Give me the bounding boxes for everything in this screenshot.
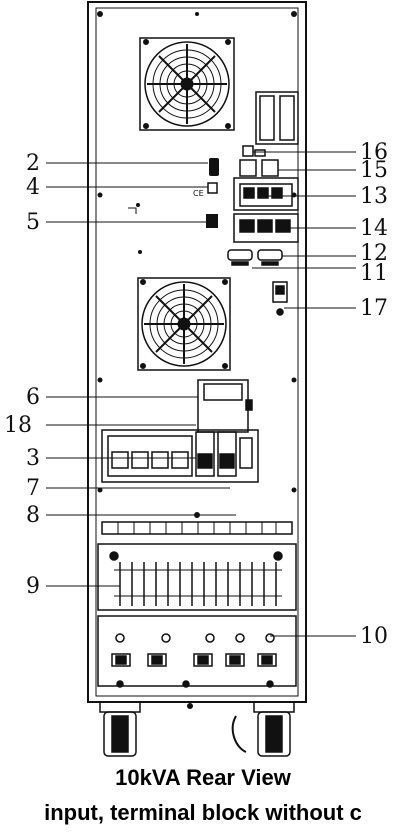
ce-mark: CE (193, 182, 218, 198)
breaker-panel (101, 429, 259, 483)
callout-8: 8 (26, 503, 40, 528)
callout-13: 13 (360, 184, 388, 209)
breaker-cover-6 (197, 379, 253, 433)
module-15 (239, 159, 279, 177)
left-caster-wheel-icon (99, 701, 141, 757)
callout-17: 17 (360, 296, 388, 321)
callout-14: 14 (360, 216, 388, 241)
switch-17 (272, 281, 288, 316)
callout-7: 7 (26, 476, 40, 501)
ups-rear-view-diagram: CE (4, 1, 388, 757)
callout-3: 3 (26, 446, 40, 471)
expansion-slots (255, 91, 299, 145)
callout-6: 6 (26, 385, 40, 410)
db9-ports-11-12 (227, 249, 283, 266)
callout-5: 5 (26, 210, 40, 235)
bottom-fan-icon (137, 277, 231, 371)
switch-16 (242, 145, 266, 157)
figure-subtitle: input, terminal block without c (44, 800, 362, 825)
callout-10: 10 (360, 624, 388, 649)
terminal-5 (206, 214, 218, 228)
svg-text:CE: CE (193, 189, 204, 198)
callout-18: 18 (4, 413, 32, 438)
cabinet (87, 1, 307, 703)
callout-11: 11 (360, 261, 388, 286)
terminal-label-strip (101, 521, 293, 535)
callout-12: 12 (360, 241, 388, 266)
callout-labels: 2 4 5 6 18 3 7 8 9 16 15 13 14 12 11 17 … (4, 140, 388, 649)
callout-15: 15 (360, 158, 388, 183)
rj45-ports-14 (233, 213, 299, 243)
callout-9: 9 (26, 574, 40, 599)
input-terminals-10 (97, 615, 297, 688)
top-fan-icon (139, 37, 235, 131)
callout-16: 16 (360, 140, 388, 165)
right-caster-wheel-icon (231, 701, 295, 757)
callout-4: 4 (26, 175, 40, 200)
figure-title: 10kVA Rear View (115, 765, 291, 790)
terminal-block-9 (97, 543, 297, 611)
db9-port-2 (209, 158, 219, 176)
leader-lines (46, 151, 356, 637)
board-13 (233, 177, 299, 211)
callout-2: 2 (26, 151, 40, 176)
